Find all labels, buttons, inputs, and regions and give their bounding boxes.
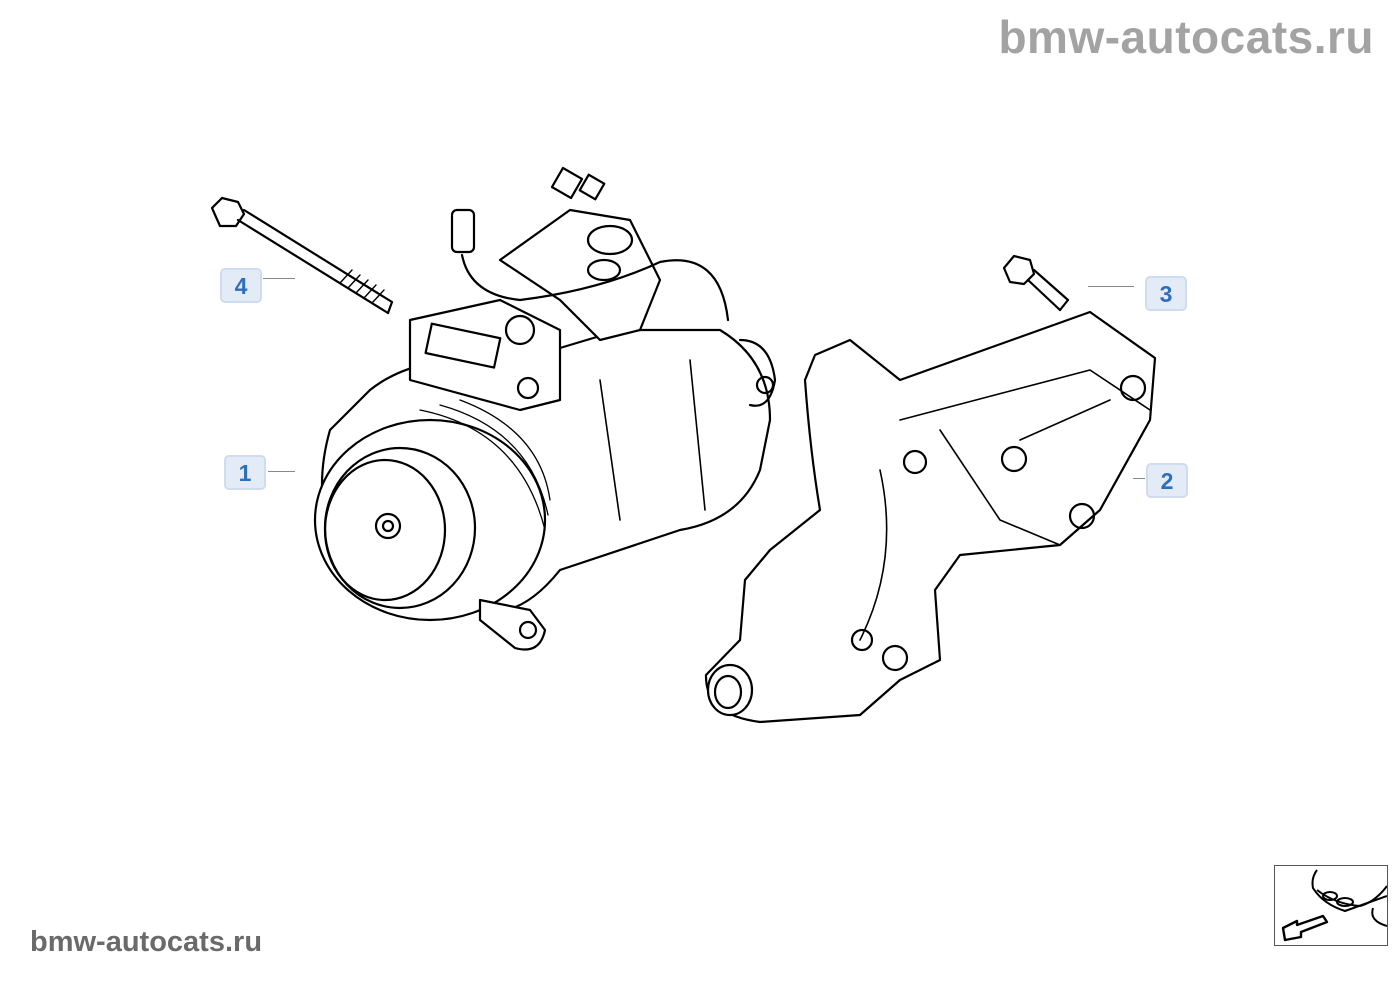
compressor-drawing	[313, 166, 777, 651]
long-bolt-drawing	[210, 196, 394, 315]
vehicle-front-arrow-icon	[1281, 869, 1388, 942]
callout-1-leader	[268, 471, 295, 472]
callout-4-leader	[263, 278, 295, 279]
callout-1[interactable]: 1	[224, 455, 266, 490]
vehicle-position-nav-button[interactable]	[1274, 865, 1388, 946]
callout-4[interactable]: 4	[220, 268, 262, 303]
callout-2[interactable]: 2	[1146, 463, 1188, 498]
callout-2-leader	[1133, 478, 1145, 479]
bracket-drawing	[704, 310, 1157, 724]
watermark-bottom: bmw-autocats.ru	[30, 926, 263, 958]
short-bolt-drawing	[1002, 254, 1070, 312]
watermark-top: bmw-autocats.ru	[998, 11, 1374, 63]
callout-3[interactable]: 3	[1145, 276, 1187, 311]
callout-3-leader	[1088, 286, 1134, 287]
